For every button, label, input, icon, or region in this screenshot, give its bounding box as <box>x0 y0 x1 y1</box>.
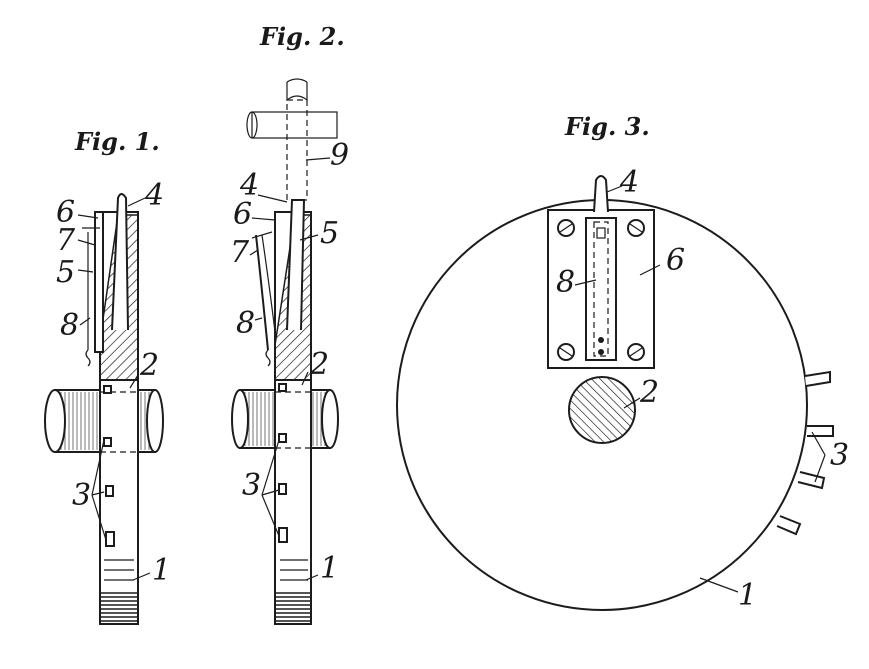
fig3-screws <box>557 219 645 361</box>
fig2-label-5: 5 <box>320 216 339 251</box>
fig2-label-4: 4 <box>239 168 259 203</box>
fig2-label-2: 2 <box>309 347 329 382</box>
fig1-label-8: 8 <box>60 308 79 343</box>
fig2-tool-9 <box>246 78 338 201</box>
fig2-label-9: 9 <box>330 138 349 173</box>
fig3-pins-3 <box>776 370 834 536</box>
fig2-label-6: 6 <box>233 197 252 232</box>
fig1-plate-and-spring <box>82 211 104 367</box>
fig3-label-6: 6 <box>666 243 685 278</box>
figure-3: Fig. 3. <box>396 112 849 613</box>
fig3-label-8: 8 <box>556 265 575 300</box>
fig2-plate-and-spring <box>251 231 277 367</box>
fig2-label-3: 3 <box>242 468 261 503</box>
fig2-label-8: 8 <box>236 306 255 341</box>
fig1-label-3: 3 <box>72 478 91 513</box>
figure-2: Fig. 2. <box>230 22 349 625</box>
fig2-title: Fig. 2. <box>259 22 345 51</box>
fig3-shaft-section <box>568 376 636 444</box>
fig1-wheel-edge <box>99 211 139 625</box>
fig3-title: Fig. 3. <box>564 112 650 141</box>
fig2-wheel-edge <box>274 211 312 625</box>
figure-1: Fig. 1. <box>44 127 171 625</box>
fig3-pin-4 <box>593 175 609 213</box>
fig2-label-7: 7 <box>230 235 250 270</box>
fig3-spring-8 <box>585 217 617 361</box>
fig2-leader-lines <box>249 157 331 581</box>
fig3-label-3: 3 <box>830 438 849 473</box>
fig2-pin <box>286 199 306 331</box>
fig1-label-7: 7 <box>56 223 76 258</box>
fig1-title: Fig. 1. <box>74 127 160 156</box>
fig2-label-1: 1 <box>320 551 339 586</box>
fig1-label-6: 6 <box>56 195 75 230</box>
fig1-label-1: 1 <box>152 553 171 588</box>
fig1-label-5: 5 <box>56 255 75 290</box>
fig1-label-2: 2 <box>139 348 159 383</box>
fig3-leader-lines <box>574 185 826 593</box>
fig3-label-2: 2 <box>639 375 659 410</box>
fig1-leader-lines <box>77 197 151 581</box>
fig1-label-4: 4 <box>144 178 164 213</box>
fig3-label-1: 1 <box>738 578 757 613</box>
fig3-label-4: 4 <box>619 165 639 200</box>
fig2-pins-3 <box>278 383 288 543</box>
fig1-pin <box>111 193 129 331</box>
